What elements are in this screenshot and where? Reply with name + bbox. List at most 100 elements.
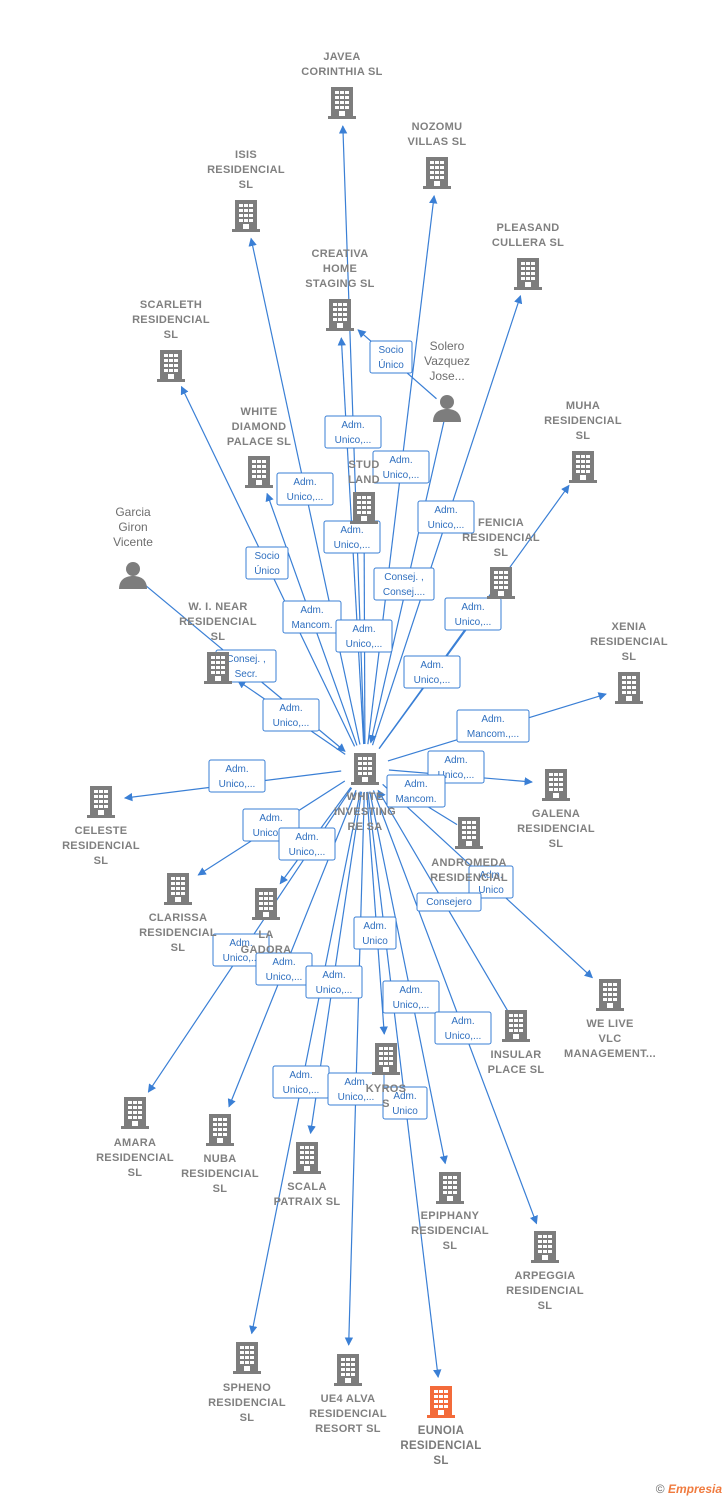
edge-label-text: Secr. <box>235 669 258 680</box>
node-label: RESIDENCIAL <box>139 927 217 939</box>
edge-label-l-nuba[interactable]: Adm.Unico,... <box>255 952 313 986</box>
edge-label-l-whited[interactable]: Adm.Unico,... <box>276 472 334 506</box>
edge-label-l-spheno[interactable]: Adm.Unico,... <box>272 1065 330 1099</box>
edge-label-l-fenicia[interactable]: Adm. Unico,... <box>444 597 502 631</box>
building-icon <box>334 1354 362 1386</box>
node-label: SL <box>494 547 509 559</box>
node-label: SL <box>443 1240 458 1252</box>
edge-label-l-mancom2[interactable]: Adm.Mancom. <box>386 774 446 808</box>
edge-label-box <box>382 1086 428 1120</box>
edge-C-spheno <box>249 791 361 1335</box>
node-label: SL <box>164 329 179 341</box>
edge-label-l-scala[interactable]: Adm.Unico,... <box>305 965 363 999</box>
edge-label-l-consej1[interactable]: Consej. ,Consej.... <box>373 567 435 601</box>
node-label: EPIPHANY <box>421 1210 480 1222</box>
edge-label-text: Adm. <box>451 1016 474 1027</box>
edge-label-text: Mancom. <box>395 794 436 805</box>
building-icon <box>596 979 624 1011</box>
edge-label-l-mancom1[interactable]: Adm.Mancom. <box>282 600 342 634</box>
edge-label-l-nozomu[interactable]: Adm.Unico,... <box>372 450 430 484</box>
node-label: SL <box>213 1183 228 1195</box>
edge-label-l-wnear[interactable]: Adm.Unico,... <box>262 698 320 732</box>
node-label: Jose... <box>429 369 464 383</box>
edge-label-l-epiphany[interactable]: Adm.Unico,... <box>382 980 440 1014</box>
edge-label-l-insular[interactable]: Adm.Unico,... <box>434 1011 492 1045</box>
node-label: CREATIVA <box>312 248 369 260</box>
node-label: SL <box>94 855 109 867</box>
node-label: RESIDENCIAL <box>96 1152 174 1164</box>
node-label: SL <box>433 1455 448 1467</box>
edge-label-l-muha[interactable]: Adm.Unico,... <box>403 655 461 689</box>
brand-logo[interactable]: Empresia <box>667 1482 722 1496</box>
edge-label-l-consejero[interactable]: Consejero <box>416 892 482 912</box>
node-label: GADORA <box>241 944 292 956</box>
edge-label-l-kyros[interactable]: Adm.Unico <box>353 916 397 950</box>
edge-label-text: Unico,... <box>455 617 492 628</box>
node-label: RE SA <box>347 821 382 833</box>
edge-label-text: Adm. <box>461 602 484 613</box>
edge-label-l-eunoia[interactable]: Adm.Unico <box>382 1086 428 1120</box>
node-solero[interactable]: SoleroVazquezJose... <box>424 339 470 422</box>
edge-label-text: Unico,... <box>414 675 451 686</box>
footer: © Empresia <box>656 1482 722 1496</box>
node-label: RESIDENCIAL <box>462 532 540 544</box>
node-label: RESIDENCIAL <box>207 164 285 176</box>
node-label: Vicente <box>113 535 153 549</box>
node-label: ISIS <box>235 149 257 161</box>
edge-label-l-javea[interactable]: Adm.Unico,... <box>324 415 382 449</box>
edge-label-text: Unico,... <box>253 828 290 839</box>
person-icon <box>119 562 147 589</box>
edge-label-l-studland[interactable]: Adm.Unico,... <box>323 520 381 554</box>
edge-label-l-andromeda[interactable]: Adm.Unico <box>468 865 514 899</box>
edge-label-text: Mancom.,... <box>467 729 519 740</box>
edge-label-box <box>212 933 270 967</box>
edge-label-l-amara[interactable]: Adm.Unico,... <box>212 933 270 967</box>
edge-label-l-lagadora[interactable]: Adm.Unico,... <box>278 827 336 861</box>
edge-label-text: Consejero <box>426 897 472 908</box>
edge-label-text: Adm. <box>300 605 323 616</box>
edge-label-l-creativa[interactable]: Adm.Unico,... <box>335 619 393 653</box>
edge-label-l-pleasand[interactable]: Adm.Unico,... <box>417 500 475 534</box>
edge-label-text: Adm. <box>289 1070 312 1081</box>
edge-label-text: Unico,... <box>289 847 326 858</box>
edge-label-l-celeste[interactable]: Adm.Unico,... <box>208 759 266 793</box>
building-icon <box>350 492 378 524</box>
edge-label-l-xenia[interactable]: Adm.Mancom.,... <box>456 709 530 743</box>
node-label: SL <box>211 631 226 643</box>
building-icon <box>164 873 192 905</box>
node-welive[interactable]: WE LIVEVLCMANAGEMENT... <box>564 979 656 1060</box>
edge-label-box <box>434 1011 492 1045</box>
